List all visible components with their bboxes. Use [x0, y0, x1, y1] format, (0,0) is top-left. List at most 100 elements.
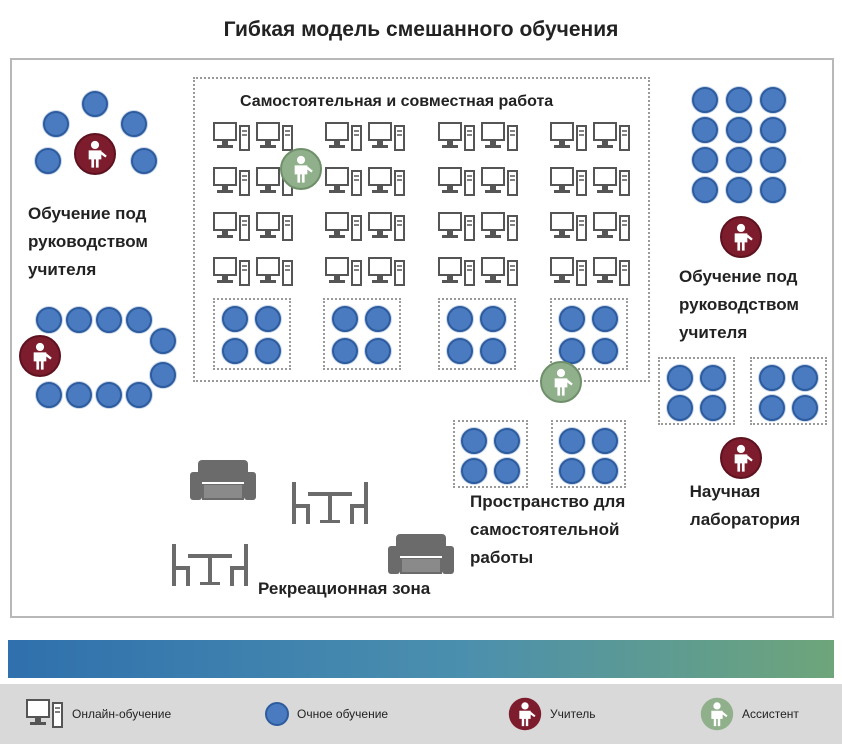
student-seat	[592, 306, 618, 332]
student-seat	[760, 177, 786, 203]
lab-label: Научная лаборатория	[680, 478, 810, 534]
student-seat	[121, 111, 147, 137]
computer-icon	[593, 212, 631, 242]
student-seat	[494, 458, 520, 484]
group-table-box	[323, 298, 401, 370]
student-seat	[222, 306, 248, 332]
computer-icon	[213, 167, 251, 197]
legend-assistant-label: Ассистент	[742, 707, 799, 721]
label-line: работы	[470, 548, 534, 567]
computer-icon	[481, 122, 519, 152]
student-seat	[131, 148, 157, 174]
student-circle-icon	[265, 702, 289, 726]
student-seat	[692, 87, 718, 113]
label-line: руководством	[679, 295, 799, 314]
student-seat	[592, 428, 618, 454]
student-seat	[700, 365, 726, 391]
recreation-label: Рекреационная зона	[258, 579, 431, 598]
student-seat	[759, 365, 785, 391]
student-seat	[365, 338, 391, 364]
group-table-box	[438, 298, 516, 370]
computer-icon	[481, 212, 519, 242]
computer-icon	[550, 212, 588, 242]
student-seat	[36, 382, 62, 408]
student-seat	[726, 147, 752, 173]
sofa-icon	[190, 458, 256, 502]
student-seat	[667, 365, 693, 391]
student-seat	[365, 306, 391, 332]
label-line: Обучение под	[28, 204, 147, 223]
computer-icon	[368, 167, 406, 197]
legend-online: Онлайн-обучение	[26, 684, 171, 744]
student-seat	[759, 395, 785, 421]
student-seat	[150, 362, 176, 388]
computer-icon	[438, 257, 476, 287]
student-seat	[66, 307, 92, 333]
student-seat	[96, 307, 122, 333]
label-line: учителя	[28, 260, 97, 279]
student-seat	[461, 458, 487, 484]
computer-icon	[481, 257, 519, 287]
teacher-led-right-label: Обучение под руководством учителя	[679, 263, 799, 347]
assistant-icon	[540, 361, 582, 403]
student-seat	[480, 306, 506, 332]
student-seat	[126, 307, 152, 333]
legend-assistant: Ассистент	[700, 684, 799, 744]
assistant-icon	[280, 148, 322, 190]
teacher-icon	[720, 216, 762, 258]
group-table-box	[550, 298, 628, 370]
student-seat	[150, 328, 176, 354]
computer-icon	[593, 122, 631, 152]
independent-collab-label: Самостоятельная и совместная работа	[240, 93, 554, 110]
computer-icon	[368, 257, 406, 287]
computer-icon	[325, 167, 363, 197]
student-seat	[559, 306, 585, 332]
legend-inperson: Очное обучение	[265, 684, 388, 744]
computer-icon	[256, 257, 294, 287]
student-seat	[792, 365, 818, 391]
computer-icon	[368, 122, 406, 152]
independent-collab-zone	[193, 77, 650, 382]
computer-icon	[368, 212, 406, 242]
student-seat	[726, 87, 752, 113]
group-table-box	[213, 298, 291, 370]
computer-icon	[550, 122, 588, 152]
teacher-led-left-label: Обучение под руководством учителя	[28, 200, 148, 284]
student-seat	[332, 338, 358, 364]
legend-teacher-label: Учитель	[550, 707, 596, 721]
independent-space-box	[453, 420, 528, 488]
label-line: учителя	[679, 323, 748, 342]
student-seat	[36, 307, 62, 333]
student-seat	[592, 458, 618, 484]
student-seat	[559, 458, 585, 484]
student-seat	[255, 338, 281, 364]
student-seat	[222, 338, 248, 364]
student-seat	[82, 91, 108, 117]
sofa-icon	[388, 532, 454, 576]
label-line: Пространство для	[470, 492, 626, 511]
student-seat	[447, 306, 473, 332]
computer-icon	[213, 212, 251, 242]
table-chairs-icon	[170, 542, 250, 588]
student-seat	[494, 428, 520, 454]
student-seat	[35, 148, 61, 174]
legend-teacher: Учитель	[508, 684, 595, 744]
legend-online-label: Онлайн-обучение	[72, 707, 172, 721]
computer-icon	[256, 212, 294, 242]
student-seat	[66, 382, 92, 408]
computer-icon	[550, 167, 588, 197]
independent-space-box	[551, 420, 626, 488]
student-seat	[700, 395, 726, 421]
student-seat	[447, 338, 473, 364]
computer-icon	[325, 257, 363, 287]
student-seat	[126, 382, 152, 408]
legend: Онлайн-обучение Очное обучение Учитель А…	[0, 684, 842, 744]
computer-icon	[438, 167, 476, 197]
computer-icon	[325, 212, 363, 242]
independent-space-label: Пространство для самостоятельной работы	[470, 488, 625, 572]
teacher-icon	[19, 335, 61, 377]
student-seat	[760, 147, 786, 173]
label-line: лаборатория	[689, 510, 801, 529]
teacher-icon	[720, 437, 762, 479]
student-seat	[726, 177, 752, 203]
